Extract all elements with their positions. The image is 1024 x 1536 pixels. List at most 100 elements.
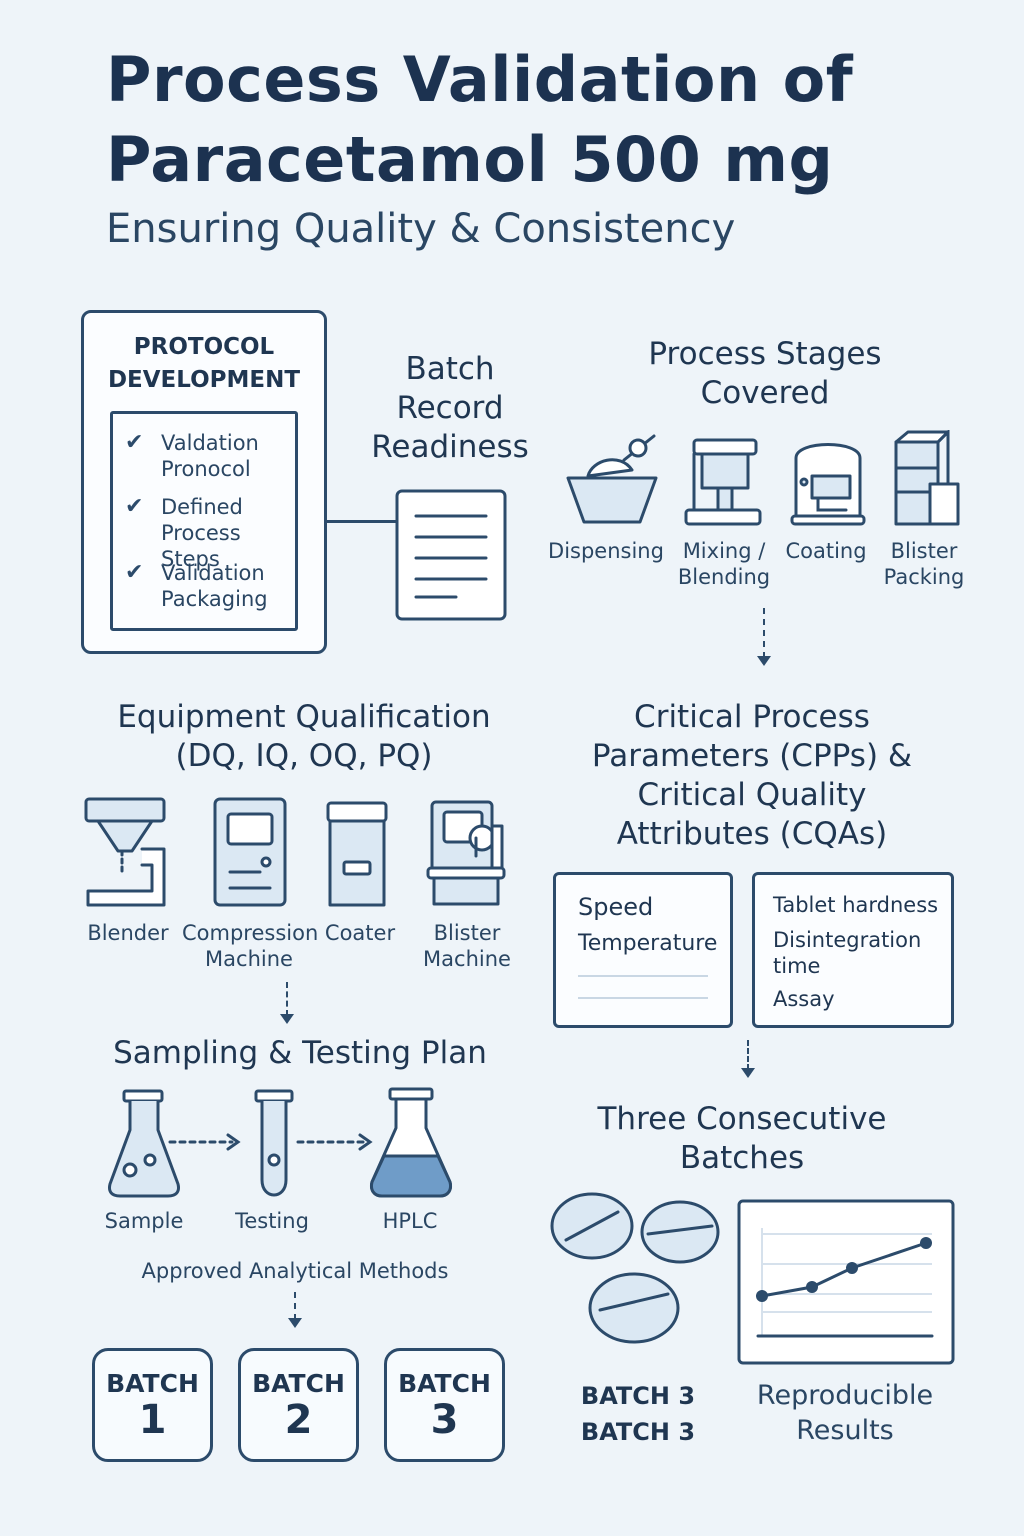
process-stages-line1: Process Stages: [648, 336, 882, 372]
dashed-arrow-icon: [168, 1133, 241, 1151]
test-tube-icon: [254, 1089, 294, 1197]
blender-icon: [84, 797, 166, 907]
arrowhead: [757, 656, 771, 666]
equipment-label: Blender: [76, 920, 180, 946]
stage-label: Blister Packing: [872, 538, 976, 590]
equipment-heading: Equipment Qualification (DQ, IQ, OQ, PQ): [90, 698, 518, 776]
stage-label: Coating: [776, 538, 876, 564]
checklist-item-line1: Valdation: [161, 431, 259, 455]
sampling-heading: Sampling & Testing Plan: [113, 1035, 487, 1071]
placeholder-line: [578, 975, 708, 977]
flask-icon: [108, 1089, 180, 1198]
placeholder-line: [578, 997, 708, 999]
equipment-label-line1: Coater: [324, 921, 396, 945]
cpp-heading-line1: Critical Process: [634, 699, 870, 735]
cqa-item-line2: time: [773, 954, 821, 978]
connector-line: [324, 520, 396, 523]
arrow-stages-to-cpp: [763, 608, 765, 658]
checklist-item-line2: Pronocol: [161, 457, 251, 481]
batch-box-number: 2: [284, 1397, 313, 1443]
cqa-item: Tablet hardness: [773, 893, 939, 917]
stage-label: Mixing / Blending: [664, 538, 784, 590]
equipment-heading-line2: (DQ, IQ, OQ, PQ): [175, 738, 433, 774]
page-title: Process Validation of Paracetamol 500 mg: [106, 40, 853, 200]
equipment-label-line1: Blender: [87, 921, 169, 945]
cpp-card: Speed Temperature: [553, 872, 733, 1028]
equipment-label: Blister Machine: [412, 920, 522, 972]
batch-box: BATCH 3: [384, 1348, 505, 1462]
batch-record-line1: Batch: [405, 351, 495, 387]
document-icon: [395, 489, 507, 621]
stage-label: Dispensing: [544, 538, 668, 564]
stage-label-line1: Mixing /: [682, 539, 766, 563]
title-line2: Paracetamol 500 mg: [106, 123, 834, 196]
checklist-item: ✔ Validation Packaging: [113, 560, 295, 612]
bowl-icon: [566, 434, 658, 524]
coater-icon: [790, 443, 866, 526]
results-chart-icon: [737, 1199, 955, 1365]
checklist-item: ✔ Defined Process Steps: [113, 494, 295, 572]
batch-box-label: BATCH: [398, 1369, 491, 1398]
consecutive-heading-line1: Three Consecutive: [597, 1101, 887, 1137]
stage-label-line2: Packing: [883, 565, 965, 589]
results-line1: Reproducible: [756, 1380, 934, 1411]
sampling-label: HPLC: [382, 1209, 438, 1233]
sampling-label: Sample: [104, 1209, 184, 1233]
equipment-label-line1: Blister: [433, 921, 501, 945]
cpp-heading-line2: Parameters (CPPs) &: [591, 738, 913, 774]
cqa-card: Tablet hardness Disintegration time Assa…: [752, 872, 954, 1028]
stage-label-line1: Dispensing: [548, 539, 664, 563]
check-icon: ✔: [125, 430, 144, 455]
consecutive-batch-label: BATCH 3: [580, 1418, 696, 1446]
protocol-heading-line1: PROTOCOL: [133, 334, 275, 360]
batch-box: BATCH 1: [92, 1348, 213, 1462]
stage-label-line1: Coating: [785, 539, 867, 563]
sampling-note: Approved Analytical Methods: [141, 1259, 449, 1283]
results-line2: Results: [796, 1415, 894, 1446]
tablets-icon: [550, 1192, 720, 1344]
boxes-icon: [894, 430, 960, 526]
reproducible-results: Reproducible Results: [740, 1378, 950, 1448]
checklist-item-line1: Validation: [161, 561, 265, 585]
checklist-item: ✔ Valdation Pronocol: [113, 430, 295, 482]
stage-label-line1: Blister: [890, 539, 958, 563]
cqa-item-line1: Disintegration: [773, 928, 922, 952]
page-subtitle: Ensuring Quality & Consistency: [106, 206, 736, 252]
cqa-item: Disintegration time: [773, 927, 921, 979]
equipment-label-line2: Machine: [205, 947, 293, 971]
equipment-label-line1: Compression: [182, 921, 319, 945]
arrowhead: [280, 1014, 294, 1024]
blister-machine-icon: [426, 800, 506, 906]
cqa-item: Assay: [773, 987, 835, 1011]
equipment-label: Coater: [316, 920, 404, 946]
batch-box-number: 3: [430, 1397, 459, 1443]
cpp-cqa-heading: Critical Process Parameters (CPPs) & Cri…: [560, 698, 944, 854]
equipment-label: Compression Machine: [182, 920, 319, 972]
arrow-equipment-to-sampling: [286, 982, 288, 1016]
arrow-sampling-to-batches: [294, 1292, 296, 1320]
consecutive-heading-line2: Batches: [679, 1140, 805, 1176]
equipment-label-line2: Machine: [423, 947, 511, 971]
consecutive-batch-labels: BATCH 3 BATCH 3: [572, 1378, 704, 1450]
protocol-heading: PROTOCOL DEVELOPMENT: [84, 331, 324, 397]
protocol-heading-line2: DEVELOPMENT: [107, 367, 301, 393]
cpp-heading-line4: Attributes (CQAs): [616, 816, 888, 852]
cpp-item: Speed: [578, 893, 654, 921]
checklist-item-line1: Defined: [161, 495, 243, 519]
arrowhead: [741, 1068, 755, 1078]
protocol-card: PROTOCOL DEVELOPMENT ✔ Valdation Pronoco…: [81, 310, 327, 654]
batch-record-line3: Readiness: [371, 429, 529, 465]
dashed-arrow-icon: [296, 1133, 373, 1151]
title-line1: Process Validation of: [106, 43, 854, 116]
consecutive-batch-label: BATCH 3: [580, 1382, 696, 1410]
mixer-icon: [684, 438, 762, 526]
cpp-heading-line3: Critical Quality: [637, 777, 867, 813]
batch-box: BATCH 2: [238, 1348, 359, 1462]
filled-flask-icon: [370, 1087, 452, 1198]
sampling-label: Testing: [235, 1209, 309, 1233]
process-stages-line2: Covered: [700, 375, 830, 411]
cpp-item: Temperature: [578, 931, 718, 956]
protocol-checklist: ✔ Valdation Pronocol ✔ Defined Process S…: [110, 411, 298, 631]
equipment-heading-line1: Equipment Qualification: [117, 699, 491, 735]
check-icon: ✔: [125, 560, 144, 585]
